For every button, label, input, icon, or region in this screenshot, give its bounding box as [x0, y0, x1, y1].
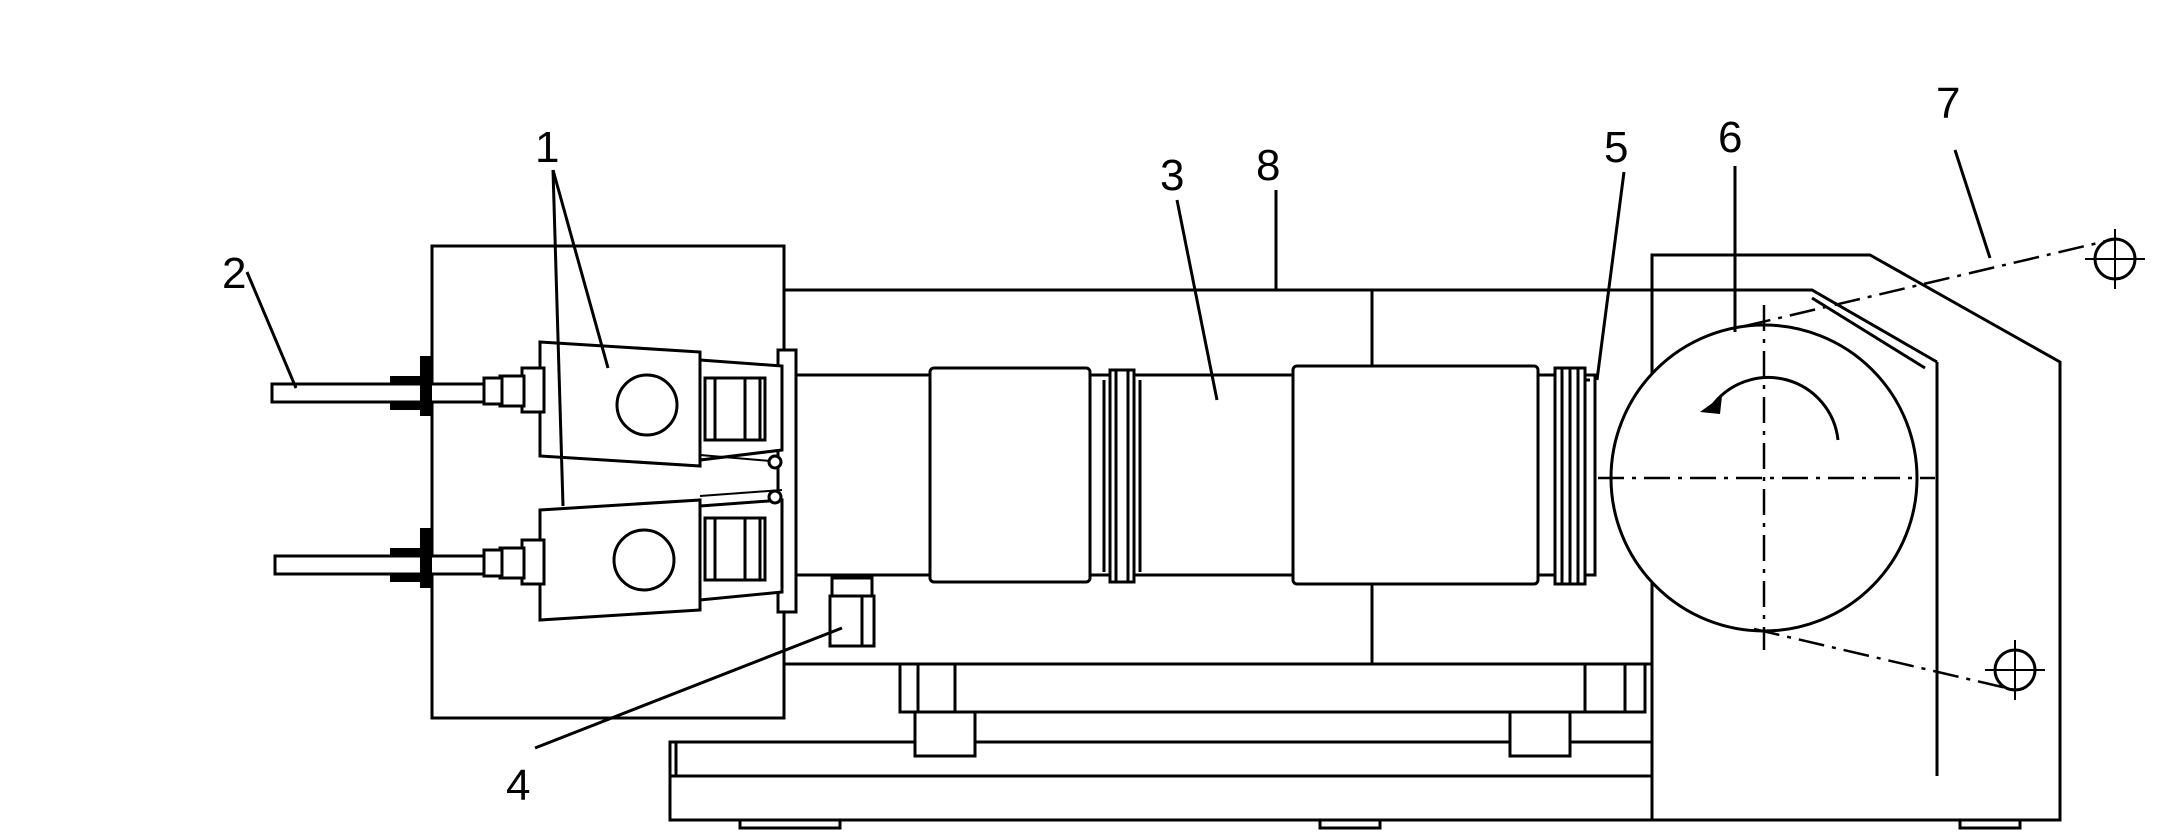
- valve-assembly-lower: [482, 489, 784, 622]
- valve-assembly-upper: [482, 340, 784, 470]
- callout-4: 4: [506, 761, 530, 810]
- callout-2: 2: [222, 249, 246, 298]
- callout-3: 3: [1160, 151, 1184, 200]
- belt-7: [1744, 229, 2145, 700]
- callout-6: 6: [1718, 113, 1742, 162]
- inlet-pipes-2: [270, 356, 486, 588]
- support-rails: [898, 662, 1647, 758]
- callout-1: 1: [535, 123, 559, 172]
- end-box: [430, 244, 798, 720]
- callout-7: 7: [1936, 79, 1960, 128]
- cylinder-3: [788, 364, 1597, 586]
- callout-8: 8: [1256, 141, 1280, 190]
- drain-fitting-4: [828, 576, 876, 648]
- leader-lines: [245, 149, 1992, 750]
- callout-5: 5: [1604, 123, 1628, 172]
- drum-6: [1598, 305, 1935, 650]
